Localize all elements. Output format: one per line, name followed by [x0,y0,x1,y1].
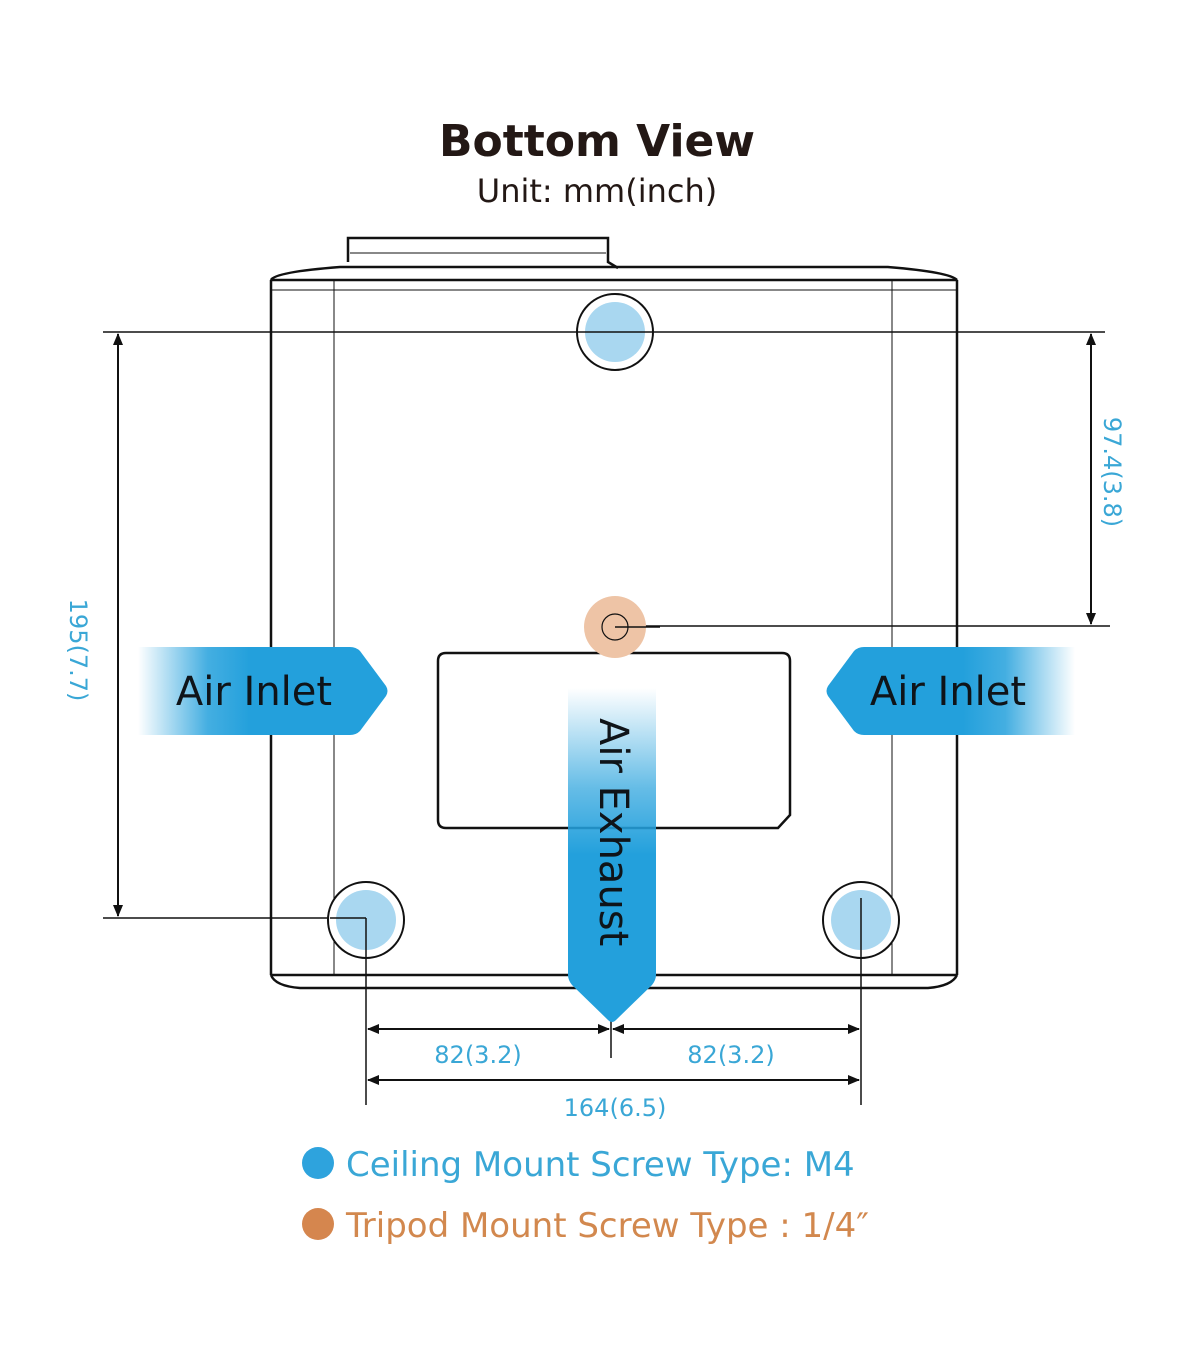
dim-left-half: 82(3.2) [434,1041,521,1069]
dim-right-half: 82(3.2) [687,1041,774,1069]
air-exhaust-arrow: Air Exhaust [568,688,656,1022]
legend-ceiling-mount: Ceiling Mount Screw Type: M4 [346,1145,855,1185]
air-inlet-left-label: Air Inlet [176,669,332,715]
legend-tripod-mount: Tripod Mount Screw Type : 1/4″ [345,1206,869,1246]
tripod-mount [584,596,660,658]
page-title: Bottom View [439,116,755,167]
air-inlet-left-arrow: Air Inlet [138,647,388,735]
dim-total-width: 164(6.5) [564,1094,667,1122]
exhaust-vent-outline [436,651,792,830]
mount-crosshair-lines [330,331,862,958]
lens-protrusion [346,236,619,270]
air-inlet-right-arrow: Air Inlet [826,647,1075,735]
dim-ceiling-to-tripod: 97.4(3.8) [1098,417,1126,527]
orange-dot-icon [302,1208,334,1240]
device-outline [269,236,959,990]
legend: Ceiling Mount Screw Type: M4 Tripod Moun… [302,1145,869,1246]
dim-front-to-rear: 195(7.7) [64,599,92,702]
blue-dot-icon [302,1147,334,1179]
unit-subtitle: Unit: mm(inch) [477,172,717,210]
air-inlet-right-label: Air Inlet [870,669,1026,715]
air-exhaust-label: Air Exhaust [590,718,636,946]
